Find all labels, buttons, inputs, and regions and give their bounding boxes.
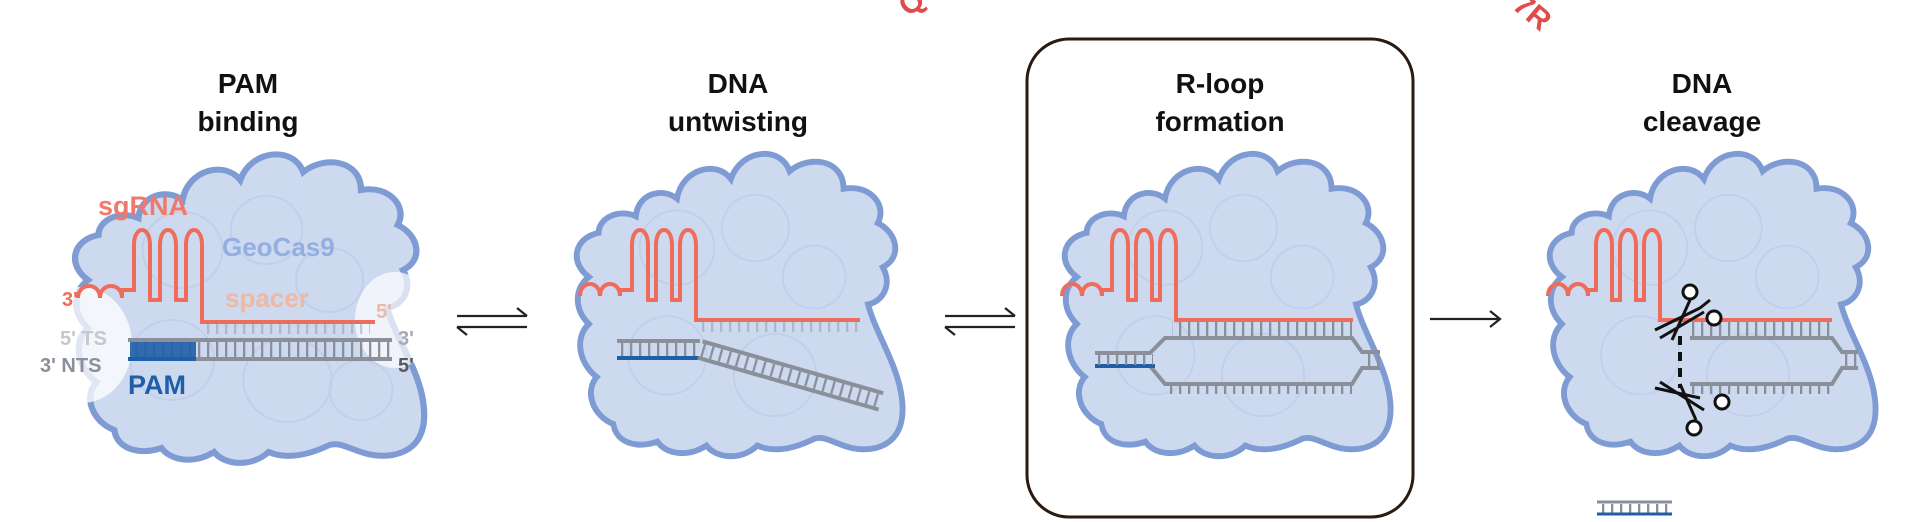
sgrna-strand [76, 228, 375, 324]
nts-3prime-label: 3' NTS [40, 355, 101, 377]
stage-title-pam-binding-line2: binding [197, 106, 298, 137]
stage-dna-untwisting [577, 154, 903, 456]
scissors-icon [1654, 283, 1723, 341]
reversible-arrow-1 [456, 307, 528, 336]
stage-title-r-loop-line1: R-loop [1176, 68, 1265, 99]
reversible-arrow-2 [944, 307, 1016, 336]
target-strand [1095, 336, 1380, 355]
non-target-strand [1690, 366, 1858, 386]
pam-label: PAM [128, 370, 186, 400]
sgrna-3prime-label: 3' [62, 289, 78, 311]
stage-r-loop-formation [1060, 154, 1391, 456]
stage-pam-binding: sgRNA GeoCas9 spacer 3' 5' 5' TS 3' 3' N… [32, 154, 435, 463]
stage-title-dna-cleavage-line1: DNA [1672, 68, 1733, 99]
stage-title-dna-untwisting-line2: untwisting [668, 106, 808, 137]
stage-dna-cleavage [1546, 154, 1876, 516]
ts-5prime-label: 5' TS [60, 328, 107, 350]
target-strand [701, 339, 884, 396]
red-text-fragment-right: 7R [1507, 0, 1558, 38]
stage-title-dna-cleavage-line2: cleavage [1643, 106, 1761, 137]
non-target-strand [697, 355, 880, 412]
stage-title-dna-untwisting-line1: DNA [708, 68, 769, 99]
scissors-icon [1654, 380, 1731, 437]
ts-3prime-label: 3' [398, 328, 414, 350]
spacer-label: spacer [225, 283, 309, 313]
stage-title-r-loop-line2: formation [1155, 106, 1284, 137]
sgrna-strand [1060, 228, 1353, 322]
forward-arrow [1430, 310, 1502, 328]
target-strand [1690, 336, 1858, 354]
stage-title-pam-binding-line1: PAM [218, 68, 278, 99]
nts-5prime-label: 5' [398, 355, 414, 377]
sgrna-5prime-label: 5' [376, 301, 392, 323]
highlight-frame [1025, 37, 1415, 519]
sgrna-label: sgRNA [98, 191, 188, 221]
sgrna-strand [1546, 228, 1832, 322]
red-text-fragment-left: Q [892, 0, 931, 23]
geocas9-label: GeoCas9 [222, 232, 335, 262]
sgrna-strand [578, 228, 860, 322]
